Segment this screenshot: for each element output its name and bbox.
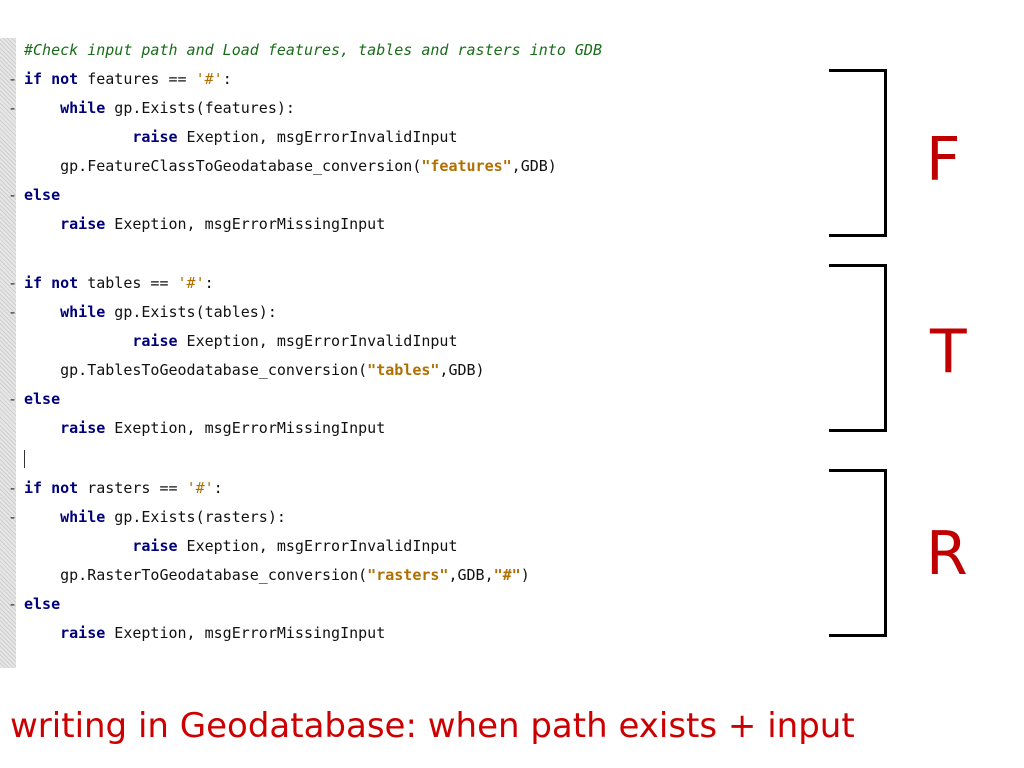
code-text: Exeption, msgErrorInvalidInput <box>177 128 458 146</box>
conversion-line-rasters: gp.RasterToGeodatabase_conversion("raste… <box>8 565 530 585</box>
fold-toggle-icon[interactable]: - <box>8 508 18 526</box>
raise-invalid-line-tables: raise Exeption, msgErrorInvalidInput <box>8 331 458 351</box>
raise-invalid-line-rasters: raise Exeption, msgErrorInvalidInput <box>8 536 458 556</box>
block-label-tables: T <box>930 317 967 387</box>
code-text: gp.TablesToGeodatabase_conversion( <box>60 361 368 379</box>
keyword: raise <box>60 419 106 437</box>
keyword: while <box>60 508 106 526</box>
keyword: if <box>24 274 43 292</box>
fold-toggle-icon[interactable]: - <box>8 99 18 117</box>
code-text: Exeption, msgErrorMissingInput <box>105 624 386 642</box>
else-line-features: -else <box>8 185 60 205</box>
string-literal: '#' <box>186 479 214 497</box>
code-text: : <box>222 70 232 88</box>
fold-toggle-icon[interactable]: - <box>8 390 18 408</box>
keyword: else <box>24 390 61 408</box>
code-text: Exeption, msgErrorMissingInput <box>105 419 386 437</box>
code-text: ,GDB) <box>511 157 557 175</box>
keyword: not <box>51 274 79 292</box>
else-line-tables: -else <box>8 389 60 409</box>
fold-toggle-icon[interactable]: - <box>8 274 18 292</box>
slide-caption: writing in Geodatabase: when path exists… <box>10 706 855 746</box>
string-literal: "features" <box>421 157 512 175</box>
keyword: while <box>60 99 106 117</box>
while-line-rasters: - while gp.Exists(rasters): <box>8 507 286 527</box>
fold-toggle-icon[interactable]: - <box>8 186 18 204</box>
code-text: ) <box>520 566 530 584</box>
keyword: else <box>24 186 61 204</box>
fold-gutter <box>0 38 16 668</box>
keyword: raise <box>132 537 178 555</box>
conversion-line-tables: gp.TablesToGeodatabase_conversion("table… <box>8 360 485 380</box>
code-text: features == <box>78 70 196 88</box>
code-text: gp.Exists(tables): <box>105 303 277 321</box>
code-text: rasters == <box>78 479 187 497</box>
code-text: : <box>204 274 214 292</box>
code-editor[interactable]: #Check input path and Load features, tab… <box>0 38 1024 668</box>
code-text: : <box>213 479 223 497</box>
code-text: Exeption, msgErrorInvalidInput <box>177 332 458 350</box>
code-text: ,GDB) <box>439 361 485 379</box>
keyword: while <box>60 303 106 321</box>
bracket-rasters <box>829 469 887 637</box>
code-text: gp.Exists(features): <box>105 99 295 117</box>
code-text: Exeption, msgErrorInvalidInput <box>177 537 458 555</box>
text-caret <box>24 450 25 468</box>
keyword: if <box>24 479 43 497</box>
fold-toggle-icon[interactable]: - <box>8 303 18 321</box>
raise-missing-line-features: raise Exeption, msgErrorMissingInput <box>8 214 385 234</box>
fold-toggle-icon[interactable]: - <box>8 479 18 497</box>
keyword: if <box>24 70 43 88</box>
if-line-tables: -if not tables == '#': <box>8 273 214 293</box>
raise-missing-line-tables: raise Exeption, msgErrorMissingInput <box>8 418 385 438</box>
else-line-rasters: -else <box>8 594 60 614</box>
while-line-features: - while gp.Exists(features): <box>8 98 295 118</box>
keyword: raise <box>132 332 178 350</box>
keyword: raise <box>60 215 106 233</box>
raise-invalid-line-features: raise Exeption, msgErrorInvalidInput <box>8 127 458 147</box>
code-text: gp.FeatureClassToGeodatabase_conversion( <box>60 157 422 175</box>
keyword: not <box>51 70 79 88</box>
code-text: gp.Exists(rasters): <box>105 508 286 526</box>
fold-toggle-icon[interactable]: - <box>8 70 18 88</box>
code-text: Exeption, msgErrorMissingInput <box>105 215 386 233</box>
fold-toggle-icon[interactable]: - <box>8 595 18 613</box>
code-comment: #Check input path and Load features, tab… <box>24 41 602 59</box>
keyword: raise <box>60 624 106 642</box>
while-line-tables: - while gp.Exists(tables): <box>8 302 277 322</box>
string-literal: "tables" <box>367 361 440 379</box>
bracket-features <box>829 69 887 237</box>
code-text: gp.RasterToGeodatabase_conversion( <box>60 566 368 584</box>
keyword: else <box>24 595 61 613</box>
code-text: ,GDB, <box>448 566 494 584</box>
keyword: raise <box>132 128 178 146</box>
code-text: tables == <box>78 274 178 292</box>
string-literal: "rasters" <box>367 566 449 584</box>
keyword: not <box>51 479 79 497</box>
raise-missing-line-rasters: raise Exeption, msgErrorMissingInput <box>8 623 385 643</box>
if-line-rasters: -if not rasters == '#': <box>8 478 223 498</box>
string-literal: "#" <box>493 566 521 584</box>
string-literal: '#' <box>177 274 205 292</box>
block-label-features: F <box>926 125 961 195</box>
comment-line: #Check input path and Load features, tab… <box>8 40 602 60</box>
if-line-features: -if not features == '#': <box>8 69 232 89</box>
conversion-line-features: gp.FeatureClassToGeodatabase_conversion(… <box>8 156 557 176</box>
string-literal: '#' <box>195 70 223 88</box>
block-label-rasters: R <box>926 519 968 589</box>
bracket-tables <box>829 264 887 432</box>
